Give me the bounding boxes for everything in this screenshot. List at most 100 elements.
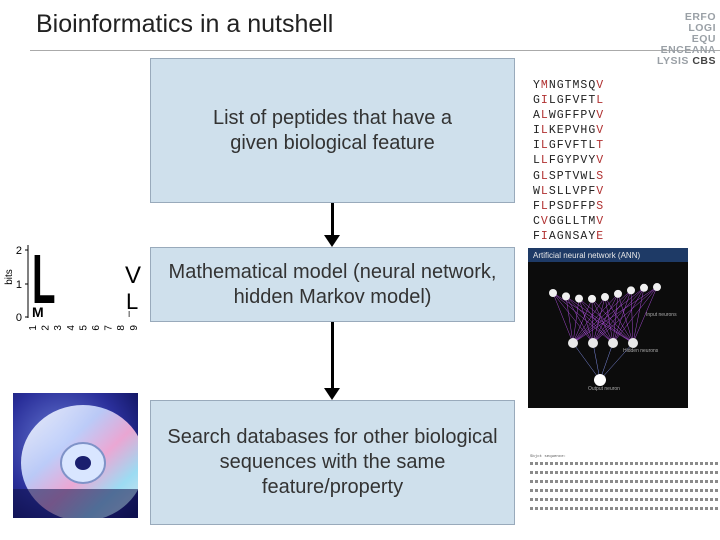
nn-connection — [572, 287, 645, 344]
peptide-segment: GGLLT — [548, 214, 589, 228]
peptide-segment: SLLVP — [548, 184, 589, 198]
peptide-segment: L — [533, 154, 541, 168]
peptide-segment: M — [588, 214, 597, 228]
peptide-segment: I — [540, 94, 549, 108]
peptide-segment: I — [540, 229, 549, 243]
nn-connection — [592, 287, 645, 344]
logo-ytick-label: 1 — [16, 279, 22, 291]
logo-line: EQU — [691, 33, 716, 45]
nn-connection — [572, 298, 580, 344]
nn-connections — [552, 286, 658, 381]
peptide-segment: PSDFF — [548, 199, 589, 213]
nn-input-neuron — [627, 286, 635, 295]
logo-xtick-label: 7 — [104, 325, 115, 331]
nn-connection — [572, 342, 601, 381]
peptide-row: GLSPTVWLS — [533, 169, 604, 184]
nn-connection — [617, 293, 634, 344]
peptide-row: FLPSDFFPS — [533, 199, 604, 214]
nn-connection — [572, 286, 658, 344]
slide-title: Bioinformatics in a nutshell — [36, 10, 334, 38]
nn-connection — [591, 298, 614, 344]
peptide-segment: I — [533, 139, 541, 153]
peptide-segment: F — [533, 199, 541, 213]
nn-input-neuron — [614, 289, 622, 298]
blast-alignment — [530, 507, 718, 510]
cbs-wordmark: CBS — [692, 55, 716, 67]
peptide-segment: V — [596, 214, 605, 228]
peptide-segment: WGFFP — [548, 109, 589, 123]
peptide-segment: L — [596, 94, 605, 108]
nn-input-neuron — [549, 289, 557, 297]
peptide-segment: L — [540, 139, 549, 153]
cd-hole — [75, 456, 91, 470]
arrow-1-head — [324, 235, 340, 247]
peptide-segment: M — [540, 79, 549, 92]
nn-connection — [572, 293, 619, 344]
nn-connection — [552, 292, 594, 344]
nn-connection — [599, 342, 634, 381]
nn-connection — [565, 296, 634, 344]
peptide-segment: V — [596, 109, 605, 123]
nn-connection — [592, 342, 601, 381]
model-box-label: Mathematical model (neural network, hidd… — [168, 260, 497, 308]
blast-alignment — [530, 489, 718, 492]
nn-connection — [578, 298, 594, 344]
peptides-box: List of peptides that have a given biolo… — [150, 58, 515, 203]
nn-connection — [565, 296, 594, 344]
nn-connection — [591, 298, 594, 344]
logo-letter-small-pos9: I — [128, 310, 130, 319]
logo-letter-l-pos9: L — [126, 289, 138, 314]
logo-xtick-label: 6 — [91, 325, 102, 331]
logo-line: LYSIS CBS — [657, 55, 716, 67]
nn-label-hidden: Hidden neurons — [623, 348, 659, 354]
peptide-segment: LGFVF — [548, 94, 589, 108]
nn-connection — [572, 290, 632, 344]
peptide-segment: F — [533, 229, 541, 243]
nn-connection — [632, 286, 658, 344]
peptide-segment: I — [533, 124, 541, 138]
peptide-segment: G — [533, 94, 541, 108]
peptide-segment: NGTMS — [548, 79, 589, 92]
peptide-row: CVGGLLTMV — [533, 214, 604, 229]
logo-letter-m-pos2: M — [32, 304, 44, 320]
peptide-segment: S — [596, 199, 605, 213]
nn-input-neuron — [562, 292, 570, 301]
peptides-box-label: List of peptides that have a given biolo… — [212, 106, 453, 154]
nn-hidden-neuron — [588, 338, 598, 348]
arrow-1-line — [331, 203, 334, 235]
model-box: Mathematical model (neural network, hidd… — [150, 247, 515, 322]
nn-input-neuron — [575, 294, 583, 303]
peptide-segment: V — [596, 124, 605, 138]
peptide-segment: E — [596, 229, 605, 243]
peptide-segment: Q — [588, 79, 597, 92]
peptide-segment: V — [596, 184, 605, 198]
nn-connection — [612, 290, 632, 344]
peptide-segment: V — [596, 79, 605, 92]
peptide-row: YMNGTMSQV — [533, 78, 604, 93]
institution-logo: ERFO LOGI EQU ENCEANA LYSIS CBS — [650, 12, 716, 67]
nn-input-neuron — [601, 293, 609, 302]
blast-alignment — [530, 480, 718, 483]
nn-connection — [572, 296, 606, 344]
peptide-segment: V — [596, 154, 605, 168]
peptide-segment: L — [540, 109, 549, 123]
peptide-segment: T — [588, 94, 597, 108]
peptide-segment: KEPVH — [548, 124, 589, 138]
nn-input-neuron — [640, 283, 648, 292]
peptide-segment: T — [596, 139, 605, 153]
peptide-row: ILGFVFTLT — [533, 138, 604, 153]
blast-alignment — [530, 498, 718, 501]
peptide-segment: G — [533, 169, 541, 183]
logo-letter-v-pos9: V — [125, 262, 141, 289]
peptide-segment: W — [533, 184, 541, 198]
title-divider — [30, 50, 720, 51]
blast-header: Sbjct sequence: — [530, 455, 567, 459]
peptide-segment: L — [540, 199, 549, 213]
peptide-row: ALWGFFPVV — [533, 108, 604, 123]
logo-xtick-label: 8 — [116, 325, 127, 331]
blast-alignment — [530, 462, 718, 465]
logo-xtick-label: 9 — [129, 325, 140, 331]
nn-label-output: Output neuron — [588, 386, 620, 392]
